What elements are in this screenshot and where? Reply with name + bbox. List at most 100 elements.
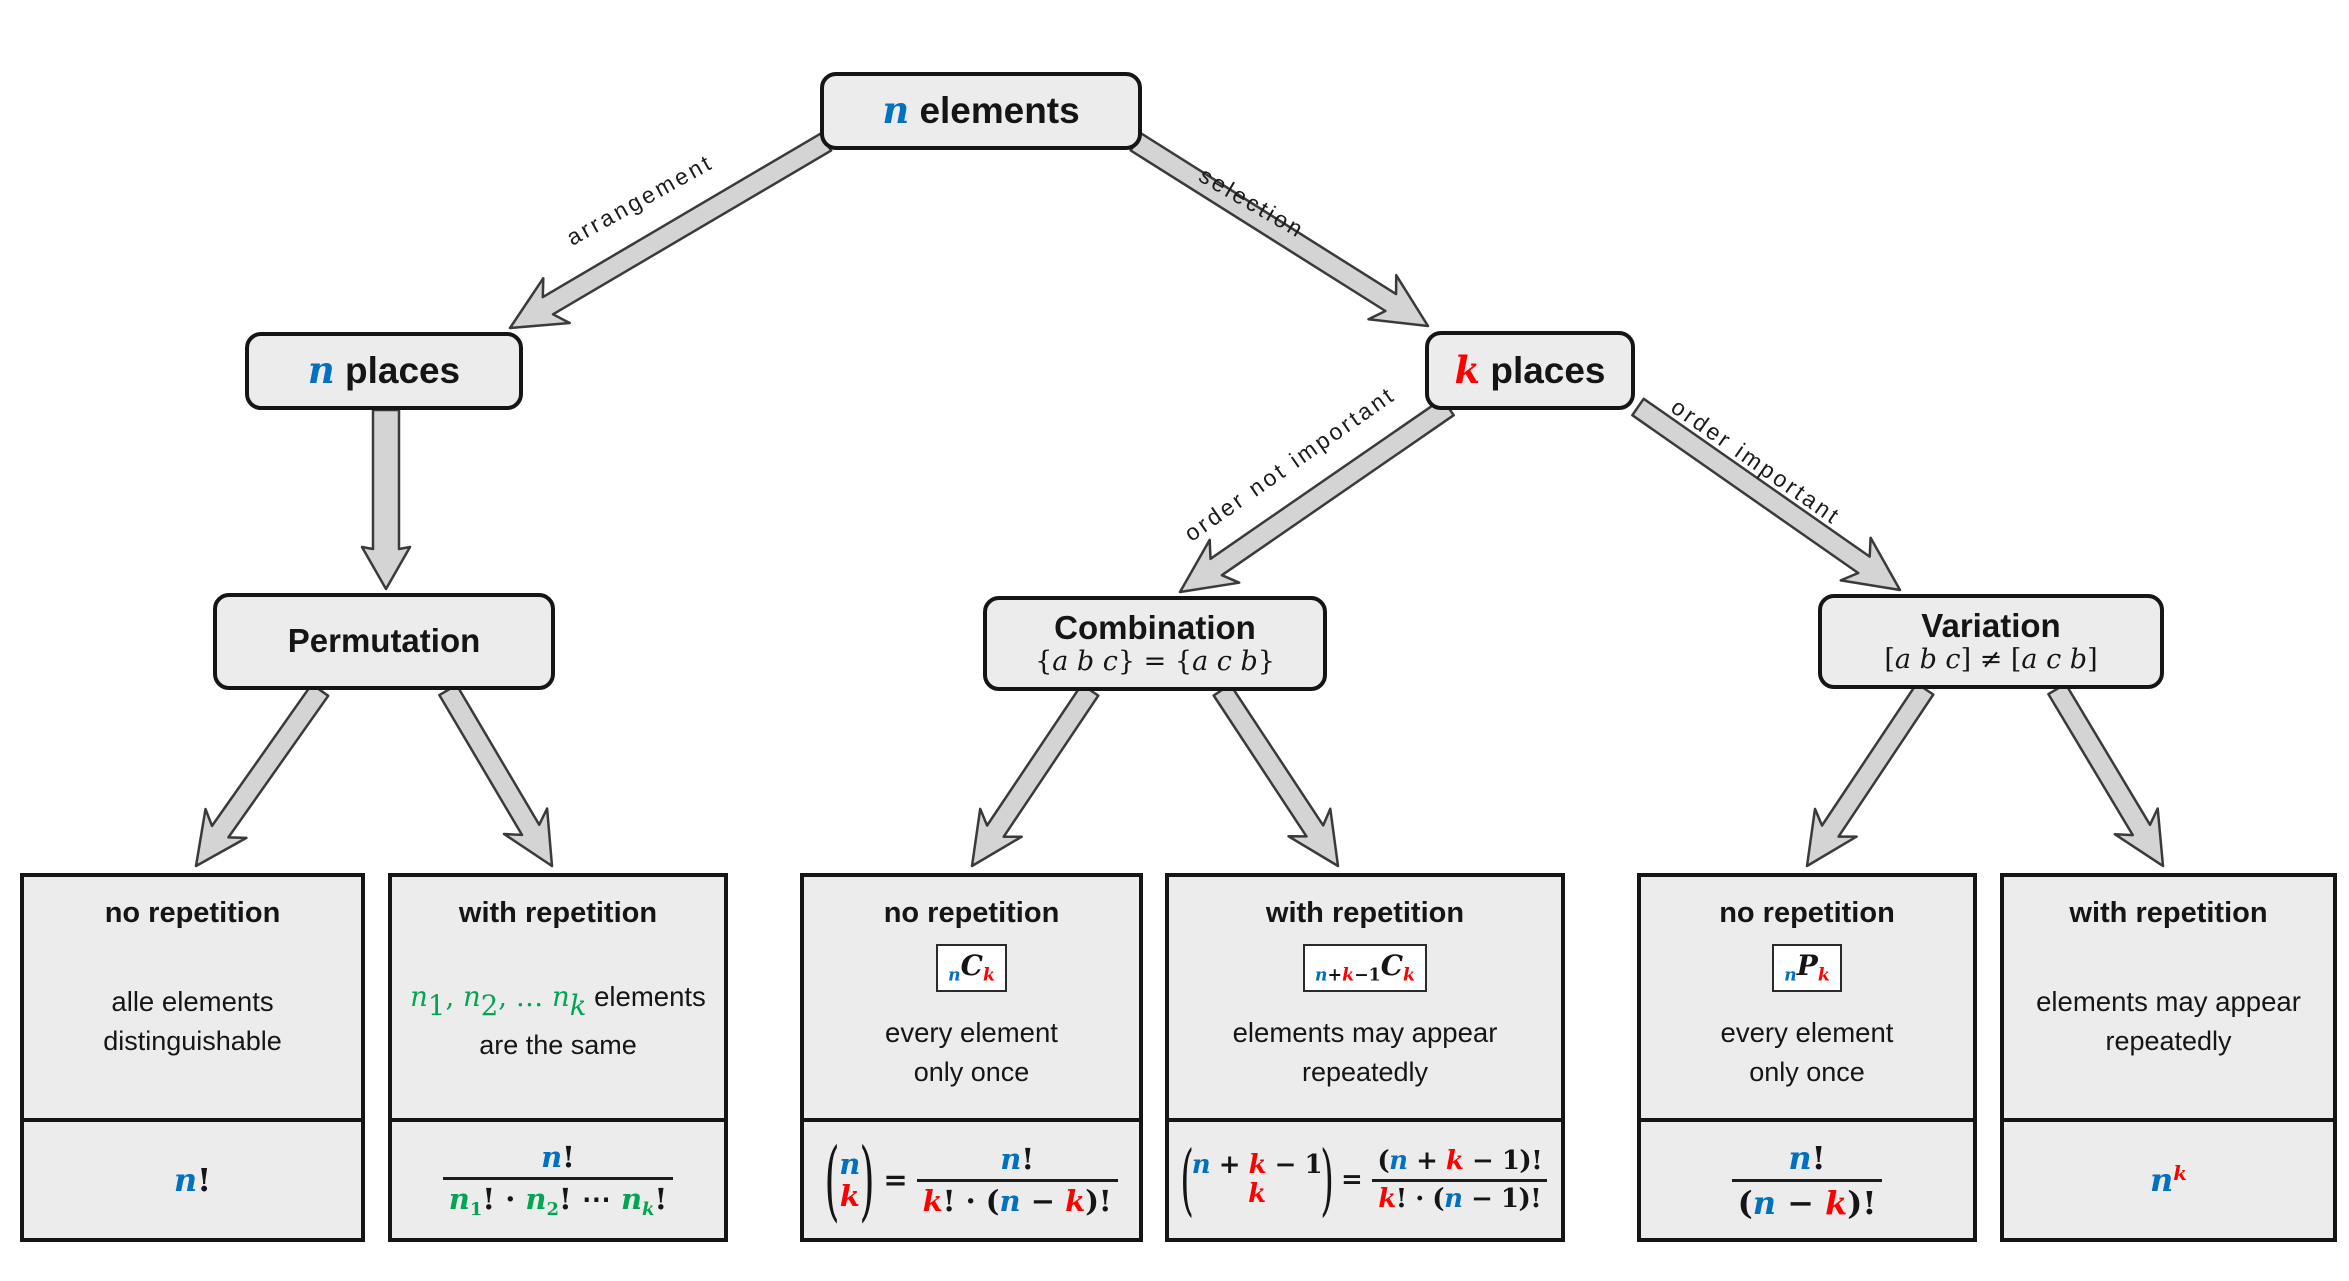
formula-binomial-coefficient: ( n k ) = n! k! · (n − k)! (804, 1118, 1139, 1238)
math-segment: places (1480, 349, 1606, 391)
binomial: ( n k ) (824, 1128, 876, 1231)
math-segment: 1 (427, 990, 446, 1023)
math-segment: − (1775, 1183, 1826, 1222)
math-segment: ( (1737, 1183, 1753, 1222)
leaf-variation-with-repetition: with repetition elements may appear repe… (2000, 873, 2337, 1242)
math-segment: k (1454, 347, 1481, 392)
node-n-places-label: n places (308, 350, 460, 392)
paren-left: ( (1180, 1134, 1194, 1225)
math-segment: elements may appear (1232, 1017, 1498, 1049)
formula-falling-factorial: n! (n − k)! (1641, 1118, 1973, 1238)
flow-arrow (970, 683, 1100, 868)
math-segment: C (1380, 949, 1404, 982)
leaf-header: no repetition (883, 897, 1060, 929)
math-segment: } = { (1117, 646, 1193, 678)
math-segment: ! · (482, 1181, 526, 1216)
notation-nPk: nPk (1772, 944, 1842, 993)
math-segment: n (410, 981, 428, 1014)
math-segment: n (1784, 965, 1797, 986)
math-segment: −1 (1354, 965, 1381, 986)
math-segment: k (2173, 1161, 2187, 1186)
notation-nCk: nCk (936, 944, 1007, 993)
math-segment: [ (1884, 644, 1895, 676)
math-segment: elements (909, 90, 1080, 132)
leaf-description: every element (1721, 1013, 1894, 1052)
formula-binomial-with-repetition: ( n + k − 1 k ) = (n + k − 1)! k! · (n −… (1169, 1118, 1561, 1238)
notation-n-plus-k-minus-1-C-k: n+k−1Ck (1302, 944, 1428, 993)
leaf-combination-no-repetition: no repetition nCk every element only onc… (800, 873, 1143, 1242)
leaf-description-line2: only once (913, 1056, 1030, 1087)
math-segment: k (1065, 1183, 1086, 1218)
math-segment: elements may appear (2036, 986, 2301, 1018)
leaf-description: elements may appear (1233, 1013, 1498, 1052)
math-segment: a b c (1894, 644, 1961, 676)
node-variation-subtitle: [a b c] ≠ [a c b] (1884, 645, 2097, 675)
leaf-combination-with-repetition: with repetition n+k−1Ck elements may app… (1165, 873, 1565, 1242)
math-segment: n (173, 1161, 198, 1199)
equals-sign: = (883, 1163, 908, 1197)
binomial: ( n + k − 1 k ) (1180, 1134, 1334, 1225)
math-segment: a c b (1192, 646, 1258, 678)
flow-arrow (1631, 397, 1902, 592)
leaf-header: with repetition (458, 897, 658, 929)
leaf-header: no repetition (1719, 897, 1895, 929)
math-segment: places (334, 350, 461, 392)
flow-arrow (1805, 682, 1935, 868)
math-segment: every element (1720, 1017, 1894, 1049)
math-segment: n (1191, 1149, 1211, 1180)
math-segment: − 1)! (1463, 1146, 1543, 1176)
leaf-description-line2: distinguishable (103, 1025, 282, 1056)
leaf-description-line2: repeatedly (1301, 1056, 1429, 1087)
paren-left: ( (824, 1128, 840, 1231)
math-segment: k (1445, 1146, 1464, 1176)
leaf-header: with repetition (1265, 897, 1465, 929)
flow-arrow (508, 132, 833, 330)
math-segment: n (1314, 965, 1328, 986)
math-segment: n (882, 88, 910, 133)
leaf-description: every element (885, 1013, 1058, 1052)
node-k-places: k places (1425, 331, 1635, 410)
math-segment: n (999, 1183, 1021, 1218)
math-segment: n (1389, 1146, 1408, 1176)
leaf-description: alle elements (111, 982, 273, 1021)
leaf-variation-no-repetition: no repetition nPk every element only onc… (1637, 873, 1977, 1242)
math-segment: k (1342, 965, 1355, 986)
math-segment: n (541, 1140, 563, 1175)
math-segment: k (1248, 1179, 1266, 1209)
node-permutation: Permutation (213, 593, 555, 690)
math-segment: k (569, 990, 587, 1023)
leaf-header: with repetition (2069, 897, 2268, 929)
node-permutation-title: Permutation (287, 622, 481, 660)
leaf-description-line2: repeatedly (2105, 1025, 2232, 1056)
node-combination-subtitle: {a b c} = {a c b} (1035, 647, 1275, 677)
math-segment: n (2149, 1161, 2174, 1199)
paren-right: ) (859, 1128, 876, 1231)
math-segment: k (642, 1198, 655, 1220)
math-segment: k (922, 1183, 943, 1218)
math-segment: )! (1847, 1183, 1877, 1222)
math-segment: ] (2087, 644, 2098, 676)
math-segment: n (307, 348, 335, 393)
math-segment: n (448, 1181, 470, 1216)
math-segment: ! · ( (942, 1183, 1000, 1218)
node-variation-title: Variation (1921, 607, 2061, 644)
flow-arrow (360, 408, 412, 591)
math-segment: n (1000, 1142, 1022, 1177)
leaf-description-line2: only once (1749, 1056, 1865, 1087)
math-segment: P (1796, 949, 1818, 982)
node-n-elements: n elements (820, 72, 1142, 150)
math-segment: k (1403, 965, 1416, 986)
formula-multinomial: n! n1! · n2! ⋯ nk! (392, 1118, 724, 1238)
formula-n-factorial: n! (24, 1118, 361, 1238)
math-segment: − 1 (1266, 1149, 1323, 1180)
math-segment: n (1752, 1183, 1776, 1222)
math-segment: ! (197, 1161, 212, 1199)
flow-arrow (1129, 132, 1430, 328)
formula-n-power-k: nk (2004, 1118, 2333, 1238)
math-segment: , (445, 981, 463, 1014)
leaf-description-line2: are the same (479, 1030, 637, 1061)
math-segment: ! (654, 1181, 668, 1216)
math-segment: a b c (1052, 646, 1118, 678)
